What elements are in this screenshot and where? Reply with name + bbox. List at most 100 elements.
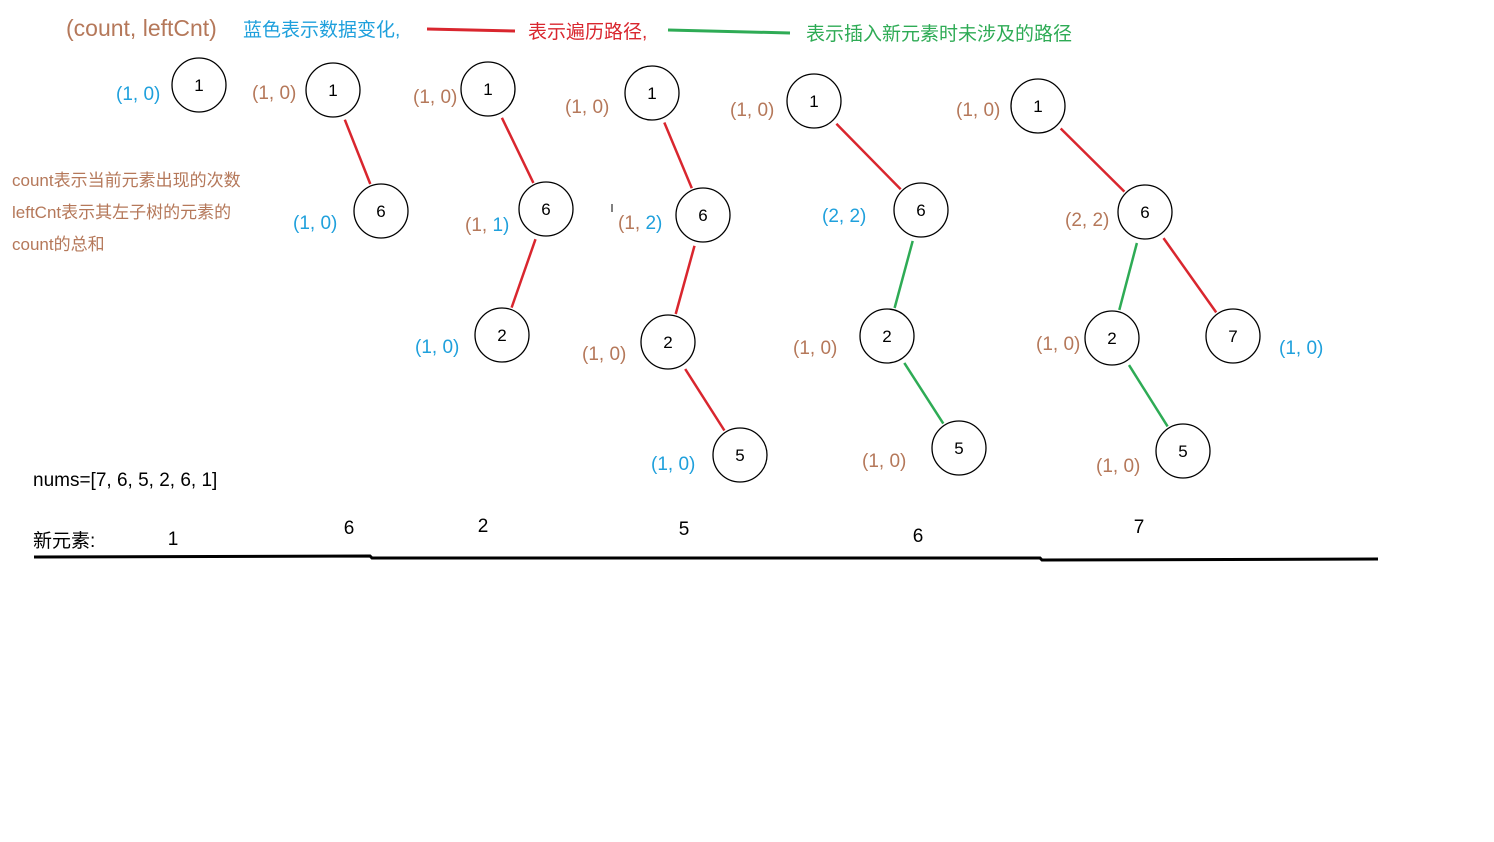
node-pair-label: (1, 2) — [618, 213, 662, 234]
node-value: 5 — [1178, 442, 1187, 461]
tree-node-s2-n1: 1 (1, 0) — [252, 62, 361, 118]
node-pair-label: (2, 2) — [1065, 210, 1109, 231]
node-value: 6 — [1140, 203, 1149, 222]
node-pair-label: (1, 0) — [293, 213, 337, 234]
edge-s6-n1-s6-n6 — [1059, 127, 1126, 193]
node-value: 6 — [376, 202, 385, 221]
tree-node-s6-n2: 2 (1, 0) — [1036, 310, 1140, 366]
new-element-value: 6 — [913, 526, 924, 547]
node-circle — [305, 62, 361, 118]
tree-node-s4-n6: 6 (1, 2) — [618, 187, 731, 243]
legend-red-line — [426, 27, 516, 33]
tree-node-s6-n5: 5 (1, 0) — [1096, 423, 1211, 479]
node-value: 2 — [882, 327, 891, 346]
node-value: 5 — [954, 439, 963, 458]
edge-s4-n2-s4-n5 — [684, 368, 726, 432]
new-element-label: 新元素: — [33, 530, 95, 552]
node-value: 6 — [916, 201, 925, 220]
node-circle — [893, 182, 949, 238]
node-circle — [518, 181, 574, 237]
nums-label: nums=[7, 6, 5, 2, 6, 1] — [33, 470, 217, 491]
node-circle — [675, 187, 731, 243]
node-circle — [640, 314, 696, 370]
node-pair-label: (1, 0) — [1096, 456, 1140, 477]
edge-s5-n1-s5-n6 — [835, 122, 902, 191]
tree-node-s2-n6: 6 (1, 0) — [293, 183, 409, 239]
edge-s4-n6-s4-n2 — [674, 245, 696, 315]
node-pair-label: (1, 0) — [413, 87, 457, 108]
node-pair-label: (1, 0) — [582, 344, 626, 365]
node-pair-label: (2, 2) — [822, 206, 866, 227]
tree-node-s4-n2: 2 (1, 0) — [582, 314, 696, 370]
new-element-value: 6 — [344, 518, 355, 539]
node-circle — [1155, 423, 1211, 479]
note-line-3: count的总和 — [12, 235, 105, 254]
note-line-2: leftCnt表示其左子树的元素的 — [12, 203, 231, 222]
node-circle — [859, 308, 915, 364]
tree-node-s5-n5: 5(1, 0) — [862, 420, 987, 476]
tree-node-s6-n6: 6 (2, 2) — [1065, 184, 1173, 240]
node-pair-label: (1, 1) — [465, 215, 509, 236]
node-value: 2 — [497, 326, 506, 345]
node-value: 1 — [647, 84, 656, 103]
tree-node-s6-n7: 7 (1, 0) — [1205, 308, 1323, 364]
node-circle — [171, 57, 227, 113]
node-value: 2 — [663, 333, 672, 352]
note-line-1: count表示当前元素出现的次数 — [12, 171, 241, 190]
edge-s2-n1-s2-n6 — [343, 119, 372, 185]
node-circle — [1084, 310, 1140, 366]
tree-node-s3-n1: 1(1, 0) — [413, 61, 516, 117]
node-value: 5 — [735, 446, 744, 465]
node-value: 1 — [1033, 97, 1042, 116]
node-value: 1 — [328, 81, 337, 100]
node-circle — [353, 183, 409, 239]
edge-s6-n6-s6-n7 — [1162, 237, 1218, 314]
node-circle — [1010, 78, 1066, 134]
tree-node-s6-n1: 1 (1, 0) — [956, 78, 1066, 134]
edge-s5-n2-s5-n5 — [903, 362, 945, 425]
node-value: 6 — [698, 206, 707, 225]
tree-node-s5-n6: 6 (2, 2) — [822, 182, 949, 238]
node-pair-label: (1, 0) — [793, 338, 837, 359]
edge-s3-n6-s3-n2 — [510, 238, 537, 309]
legend-pair-label: (count, leftCnt) — [66, 15, 217, 41]
new-element-value: 1 — [168, 529, 179, 550]
node-circle — [624, 65, 680, 121]
edges-layer — [343, 117, 1218, 432]
node-circle — [1205, 308, 1261, 364]
node-pair-label: (1, 0) — [1036, 334, 1080, 355]
node-value: 1 — [809, 92, 818, 111]
node-circle — [474, 307, 530, 363]
tree-node-s3-n2: 2 (1, 0) — [415, 307, 530, 363]
edge-s5-n6-s5-n2 — [893, 240, 914, 309]
node-pair-label: (1, 0) — [1279, 338, 1323, 359]
node-pair-label: (1, 0) — [956, 100, 1000, 121]
node-circle — [786, 73, 842, 129]
tree-node-s3-n6: 6 (1, 1) — [465, 181, 574, 237]
node-value: 1 — [194, 76, 203, 95]
node-circle — [1117, 184, 1173, 240]
tree-node-s4-n5: 5 (1, 0) — [651, 427, 768, 483]
node-pair-label: (1, 0) — [651, 454, 695, 475]
node-value: 2 — [1107, 329, 1116, 348]
node-pair-label: (1, 0) — [415, 337, 459, 358]
node-value: 6 — [541, 200, 550, 219]
node-circle — [460, 61, 516, 117]
node-pair-label: (1, 0) — [565, 97, 609, 118]
legend-red-text: 表示遍历路径, — [528, 21, 647, 43]
legend-blue-text: 蓝色表示数据变化, — [243, 19, 400, 41]
edge-s4-n1-s4-n6 — [663, 122, 693, 189]
legend-green-text: 表示插入新元素时未涉及的路径 — [806, 23, 1072, 45]
node-pair-label: (1, 0) — [116, 84, 160, 105]
tree-node-s4-n1: 1 (1, 0) — [565, 65, 680, 121]
edge-s6-n6-s6-n2 — [1118, 242, 1139, 311]
nodes-layer: 1(1, 0)1(1, 0)6(1, 0)1(1, 0)6(1, 1)2(1, … — [116, 57, 1323, 483]
node-pair-label: (1, 0) — [252, 83, 296, 104]
tree-node-s5-n2: 2 (1, 0) — [793, 308, 915, 364]
new-element-value: 2 — [478, 516, 489, 537]
node-value: 7 — [1228, 327, 1237, 346]
legend-green-line — [667, 28, 791, 35]
edge-s3-n1-s3-n6 — [500, 117, 535, 184]
node-circle — [712, 427, 768, 483]
